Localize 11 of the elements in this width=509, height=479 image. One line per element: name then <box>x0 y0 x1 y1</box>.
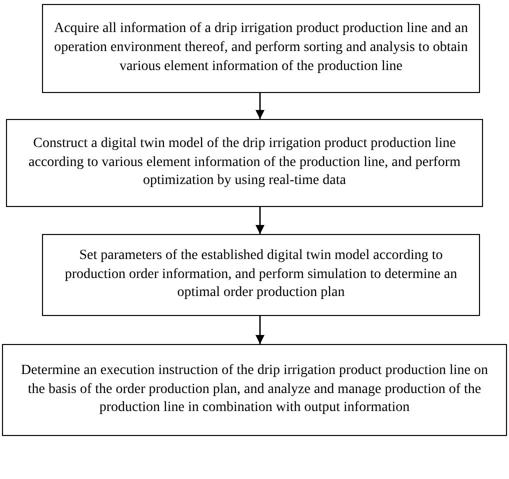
arrow <box>256 316 264 344</box>
arrow <box>256 93 264 119</box>
process-box <box>6 119 483 207</box>
process-box <box>2 344 507 436</box>
arrow <box>256 207 264 234</box>
process-box <box>42 234 480 316</box>
process-box <box>42 4 480 93</box>
step-text: Acquire all information of a drip irrigation product production line and an operation environment thereof, and perform sorting and analysis to obtain various element information of the production line <box>52 20 470 76</box>
step-text: Determine an execution instruction of the drip irrigation product production line on the basis of the order production plan, and analyze and manage production of the production line in combination with output information <box>20 362 489 418</box>
step-text: Construct a digital twin model of the drip irrigation product production line according to various element information of the production line, and perform optimization by using real-time data <box>28 134 462 190</box>
step-text: Set parameters of the established digital twin model according to production order information, and perform simulation to determine an optimal order production plan <box>64 246 458 302</box>
